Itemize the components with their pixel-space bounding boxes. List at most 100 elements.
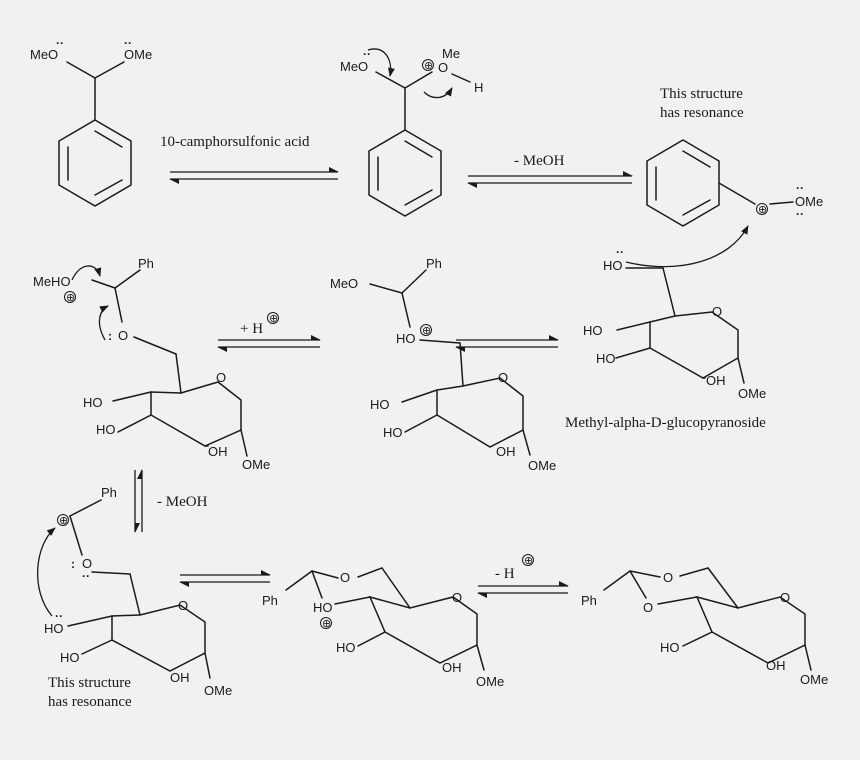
phenyl-label: Ph [426, 256, 442, 271]
benzene-ring [646, 139, 720, 227]
pyranose-ring [368, 595, 478, 664]
acetal-oxygen-label: O [663, 570, 673, 585]
positive-charge-icon [57, 514, 69, 526]
resonance-note: This structure [48, 675, 131, 691]
ring-oxygen-label: O [498, 370, 508, 385]
positive-charge-icon [64, 291, 76, 303]
electron-push-arrow [71, 265, 102, 281]
svg-text:⊕: ⊕ [322, 618, 331, 630]
methoxy-label: OMe [795, 194, 823, 209]
methoxy-label: MeO [330, 276, 358, 291]
equilibrium-arrow [217, 335, 321, 352]
methoxy-label: OMe [738, 386, 766, 401]
electron-push-arrow [423, 87, 453, 99]
positive-charge-icon [422, 59, 434, 71]
resonance-note: This structure [660, 86, 743, 102]
svg-text:⊕: ⊕ [422, 325, 431, 337]
equilibrium-arrow [179, 570, 271, 587]
hydroxyl-label: HO [313, 600, 333, 615]
positive-charge-icon [267, 312, 279, 324]
electron-push-arrow [367, 48, 395, 77]
hydroxyl-label: HO [44, 621, 64, 636]
hydroxyl-label: HO [370, 397, 390, 412]
phenyl-label: Ph [581, 593, 597, 608]
reagent-minus-proton: - H [495, 566, 515, 582]
protonated-hemiacetal-glucoside: Ph MeHO ⊕ O : O HO HO OH OMe [33, 256, 270, 472]
methoxy-label: OMe [476, 674, 504, 689]
ring-oxygen-label: O [452, 590, 462, 605]
methoxy-label: OMe [124, 47, 152, 62]
methyl-alpha-d-glucopyranoside: HO ·· O HO HO OH OMe [583, 225, 766, 401]
positive-charge-icon [420, 324, 432, 336]
svg-text:⊕: ⊕ [66, 292, 75, 304]
hemiacetal-glucoside: MeO Ph HO ⊕ O HO HO OH OMe [330, 256, 556, 473]
reagent-minus-methanol: - MeOH [157, 494, 208, 510]
methoxy-label: MeO [30, 47, 58, 62]
positive-charge-icon [522, 554, 534, 566]
lone-pair: ·· [616, 245, 624, 259]
pyranose-ring [150, 381, 242, 447]
equilibrium-arrow [455, 335, 559, 352]
equilibrium-arrow [477, 581, 569, 598]
svg-text:⊕: ⊕ [269, 313, 278, 325]
phenyl-label: Ph [101, 485, 117, 500]
hydroxyl-label: OH [766, 658, 786, 673]
benzene-ring [368, 129, 442, 217]
equilibrium-arrow [467, 171, 633, 188]
lone-pair: ·· [82, 569, 90, 583]
electron-push-arrow [98, 305, 109, 341]
methoxy-label: OMe [800, 672, 828, 687]
lone-pair: ·· [56, 36, 64, 50]
lone-pair: : [108, 329, 112, 343]
methyl-label: Me [442, 46, 460, 61]
benzene-ring [58, 119, 132, 207]
svg-text:⊕: ⊕ [758, 204, 767, 216]
pyranose-ring [436, 377, 524, 448]
lone-pair: ·· [124, 36, 132, 50]
hydroxyl-label: HO [583, 323, 603, 338]
equilibrium-arrow [169, 167, 339, 184]
reagent-minus-methanol: - MeOH [514, 153, 565, 169]
positive-charge-icon [320, 617, 332, 629]
reagent-camphorsulfonic-acid: 10-camphorsulfonic acid [160, 134, 310, 150]
electron-push-arrow [625, 225, 749, 268]
ring-oxygen-label: O [780, 590, 790, 605]
hydroxyl-label: HO [596, 351, 616, 366]
hydroxyl-label: HO [660, 640, 680, 655]
resonance-note: has resonance [48, 694, 132, 710]
ring-oxygen-label: O [216, 370, 226, 385]
hydroxyl-label: HO [60, 650, 80, 665]
ring-oxygen-label: O [712, 304, 722, 319]
hydrogen-label: H [474, 80, 483, 95]
hydroxyl-label: HO [96, 422, 116, 437]
svg-text:⊕: ⊕ [59, 515, 68, 527]
oxygen-label: O [118, 328, 128, 343]
hydroxyl-label: HO [396, 331, 416, 346]
hydroxyl-label: OH [706, 373, 726, 388]
hydroxyl-label: OH [208, 444, 228, 459]
benzaldehyde-dimethyl-acetal: MeO ·· OMe ·· [30, 36, 152, 207]
lone-pair: ·· [363, 47, 371, 61]
protonated-acetal: MeO ·· O Me H ⊕ [340, 46, 483, 217]
acetal-oxygen-label: O [340, 570, 350, 585]
hydroxyl-label: HO [83, 395, 103, 410]
lone-pair: ·· [796, 207, 804, 221]
methyl-hydroxy-label: MeHO [33, 274, 71, 289]
lone-pair: ·· [55, 609, 63, 623]
oxonium-oxygen: O [438, 60, 448, 75]
hydroxyl-label: HO [603, 258, 623, 273]
methoxy-label: OMe [204, 683, 232, 698]
hydroxyl-label: OH [170, 670, 190, 685]
svg-text:⊕: ⊕ [424, 60, 433, 72]
methoxy-label: OMe [242, 457, 270, 472]
positive-charge-icon [756, 203, 768, 215]
hydroxyl-label: HO [336, 640, 356, 655]
electron-push-arrow [36, 527, 56, 617]
hydroxyl-label: OH [496, 444, 516, 459]
oxygen-label: O [82, 556, 92, 571]
phenyl-label: Ph [262, 593, 278, 608]
methoxy-label: OMe [528, 458, 556, 473]
reagent-plus-proton: + H [240, 321, 263, 337]
pyranose-ring [111, 604, 206, 672]
